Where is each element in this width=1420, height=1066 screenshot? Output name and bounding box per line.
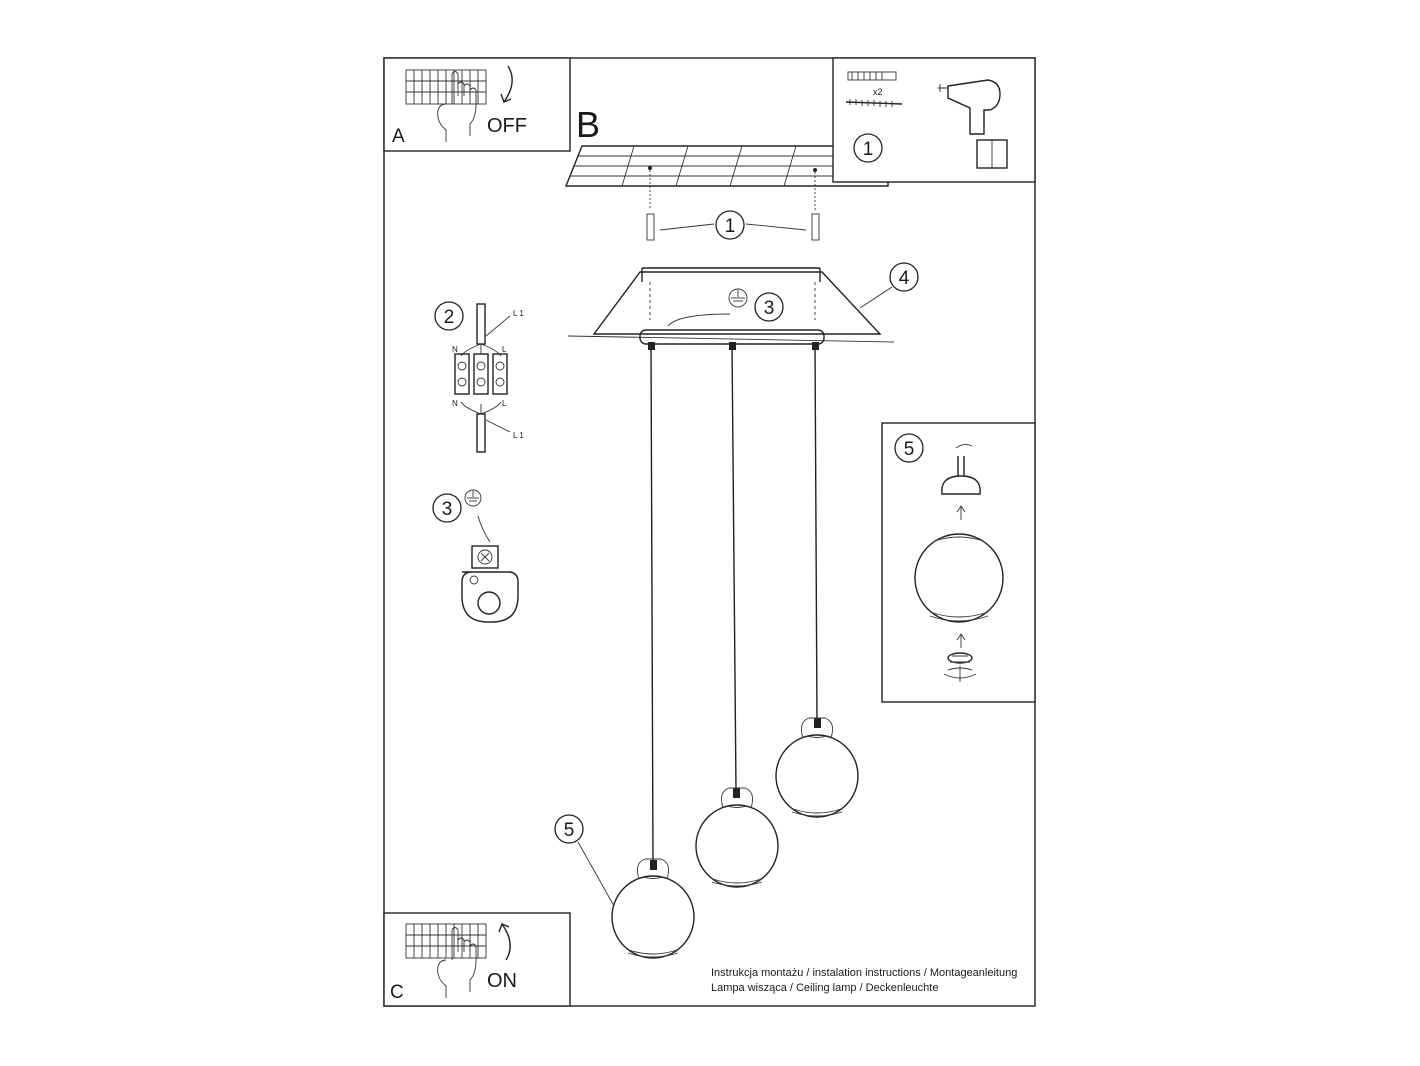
- rotate-arrow-icon: [943, 666, 977, 682]
- panel-c-letter: C: [390, 982, 404, 1003]
- screw-icon: [845, 99, 903, 107]
- footer-line-2: Lampa wisząca / Ceiling lamp / Deckenleu…: [711, 982, 938, 994]
- panel-b-letter: B: [576, 104, 600, 145]
- ground-callout-main: 3: [728, 288, 784, 322]
- canopy: 4: [567, 262, 919, 345]
- panel-a-letter: A: [392, 126, 405, 147]
- callout-canopy: 4: [899, 268, 910, 289]
- ceiling-tiles: [564, 145, 889, 187]
- callout-connector: 2: [444, 307, 455, 328]
- panel-b: B: [564, 104, 889, 210]
- ground-terminal-detail: 3: [432, 489, 519, 623]
- panel-a-action: OFF: [487, 115, 527, 137]
- label-n-bottom: N: [452, 399, 458, 408]
- shade-callout-main: 5: [554, 814, 615, 907]
- wall-plugs: 1: [646, 210, 820, 241]
- label-l-bottom: L: [502, 399, 507, 408]
- callout-shade-main: 5: [564, 820, 575, 841]
- drill-icon: [938, 79, 1008, 169]
- shade-detail-panel: 5: [881, 422, 1036, 703]
- panel-a: A OFF: [383, 57, 571, 152]
- callout-shade-detail: 5: [904, 439, 915, 460]
- callout-ground-detail: 3: [442, 499, 453, 520]
- tools-step-number: 1: [863, 139, 874, 160]
- callout-ground-main: 3: [764, 298, 775, 319]
- label-l1-top: L 1: [513, 309, 524, 318]
- pendant-cables: [648, 342, 821, 870]
- arrow-up-icon: [498, 922, 511, 961]
- panel-c-action: ON: [487, 970, 517, 992]
- qty-label: x2: [873, 87, 883, 97]
- panel-c: C ON: [383, 912, 571, 1007]
- label-n-top: N: [452, 345, 458, 354]
- tools-panel: x2 1: [832, 57, 1036, 183]
- footer-line-1: Instrukcja montażu / instalation instruc…: [711, 967, 1017, 979]
- label-l1-bottom: L 1: [513, 431, 524, 440]
- label-l-top: L: [502, 345, 507, 354]
- arrow-down-icon: [500, 65, 513, 104]
- connector-detail: 2 L 1 N L N L L 1: [434, 301, 524, 453]
- wall-plug-icon: [847, 71, 897, 81]
- callout-screw: 1: [725, 216, 736, 237]
- ground-symbol-icon: [464, 489, 482, 507]
